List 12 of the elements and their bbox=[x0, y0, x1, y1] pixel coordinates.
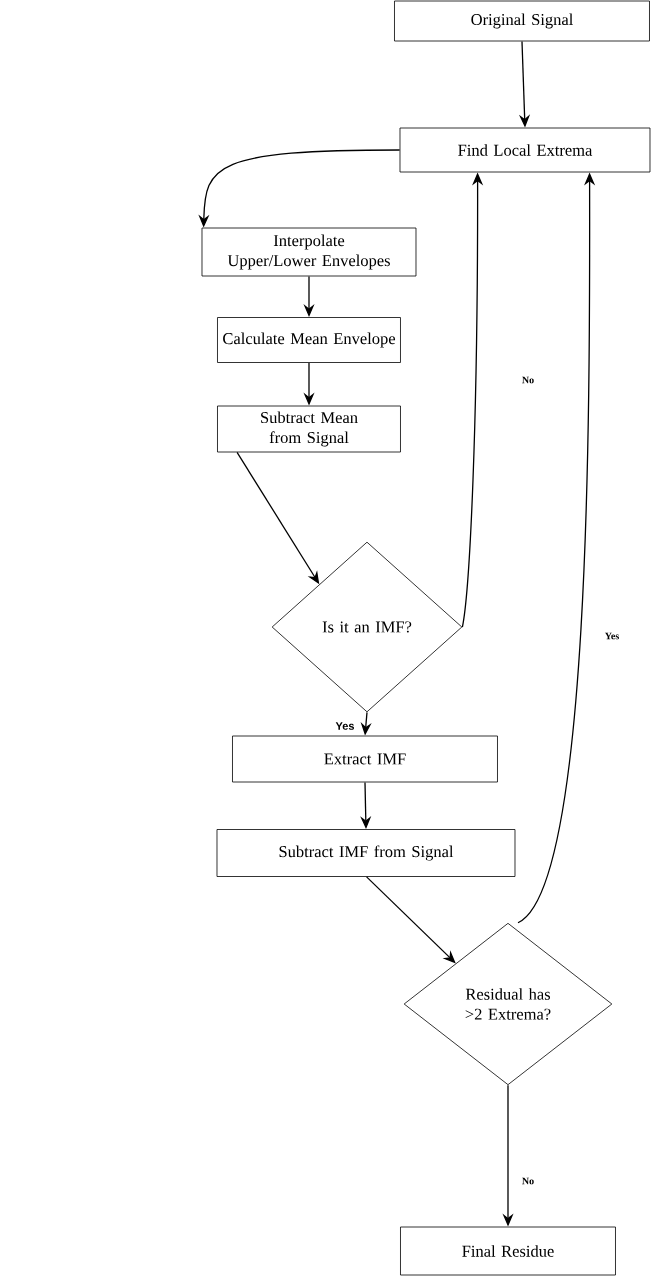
edge-label: No bbox=[520, 1176, 536, 1186]
process-box: Calculate Mean Envelope bbox=[217, 317, 401, 363]
process-box: Extract IMF bbox=[232, 735, 498, 783]
process-box: Subtract IMF from Signal bbox=[216, 829, 516, 877]
edge-label: Yes bbox=[334, 721, 356, 731]
process-box: Final Residue bbox=[400, 1226, 616, 1276]
edge-label: Yes bbox=[603, 631, 621, 641]
edge-label: No bbox=[520, 375, 536, 385]
process-box: Original Signal bbox=[394, 0, 650, 42]
process-box: Interpolate Upper/Lower Envelopes bbox=[201, 227, 417, 277]
process-box: Find Local Extrema bbox=[399, 127, 651, 173]
process-box: Subtract Mean from Signal bbox=[217, 405, 401, 453]
